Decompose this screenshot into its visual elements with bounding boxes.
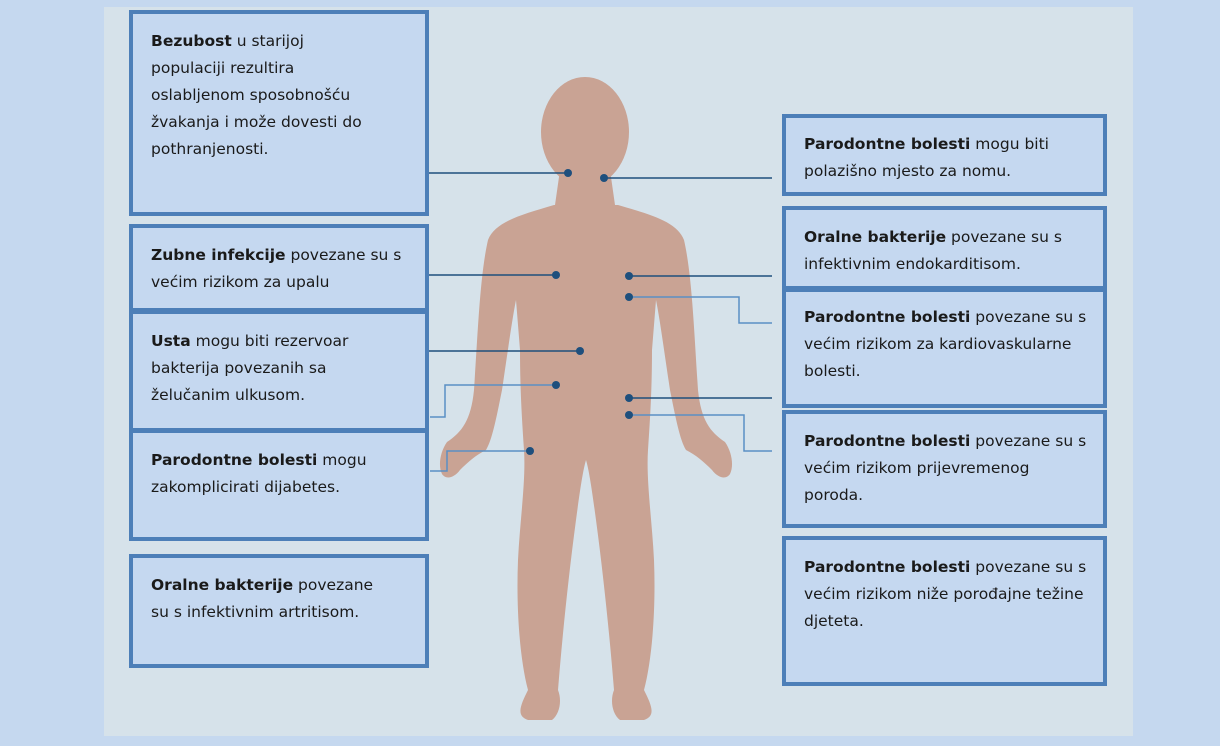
info-box-usta: Usta mogu biti rezervoar bakterija povez… <box>129 310 429 432</box>
info-box-usta-text: mogu biti rezervoar bakterija povezanih … <box>151 332 349 404</box>
leader-line-dijabetes-upper <box>430 384 556 418</box>
marker-dot-lungs <box>552 271 560 279</box>
info-box-kardiovaskularne: Parodontne bolesti povezane su s većim r… <box>782 288 1107 408</box>
info-box-endokarditis-bold: Oralne bakterije <box>804 228 947 246</box>
info-box-dijabetes-bold: Parodontne bolesti <box>151 451 318 469</box>
info-box-zubne-text: povezane su s većim rizikom za upalu <box>151 246 402 291</box>
info-box-bezubost: Bezubost u starijoj populaciji rezultira… <box>129 10 429 216</box>
info-box-endokarditis-text: povezane su s infektivnim endokarditisom… <box>804 228 1062 273</box>
info-box-zubne-bold: Zubne infekcije <box>151 246 286 264</box>
leader-line-dijabetes <box>430 450 530 472</box>
info-box-tezina-bold: Parodontne bolesti <box>804 558 971 576</box>
info-box-dijabetes-text: mogu zakomplicirati dijabetes. <box>151 451 367 496</box>
info-box-porod-bold: Parodontne bolesti <box>804 432 971 450</box>
info-box-usta-bold: Usta <box>151 332 191 350</box>
info-box-prijevremeni-porod: Parodontne bolesti povezane su s većim r… <box>782 410 1107 528</box>
marker-dot-mouth-left <box>564 169 572 177</box>
info-box-kardio-text: povezane su s većim rizikom za kardiovas… <box>804 308 1087 380</box>
info-box-tezina-text: povezane su s većim rizikom niže porođaj… <box>804 558 1087 630</box>
marker-dot-stomach <box>576 347 584 355</box>
marker-dot-mouth-right <box>600 174 608 182</box>
marker-dot-abdomen <box>552 381 560 389</box>
info-box-noma: Parodontne bolesti mogu biti polazišno m… <box>782 114 1107 196</box>
leader-line-kardio <box>629 296 772 324</box>
marker-dots <box>526 169 633 455</box>
marker-dot-uterus <box>625 394 633 402</box>
info-box-bezubost-bold: Bezubost <box>151 32 232 50</box>
info-box-noma-bold: Parodontne bolesti <box>804 135 971 153</box>
marker-dot-joint <box>526 447 534 455</box>
info-box-bezubost-text: u starijoj populaciji rezultira oslablje… <box>151 32 362 158</box>
info-box-porod-text: povezane su s većim rizikom prijevremeno… <box>804 432 1087 504</box>
human-body-silhouette <box>439 77 733 720</box>
info-box-dijabetes: Parodontne bolesti mogu zakomplicirati d… <box>129 429 429 541</box>
info-box-noma-text: mogu biti polazišno mjesto za nomu. <box>804 135 1049 180</box>
marker-dot-heart <box>625 272 633 280</box>
info-box-kardio-bold: Parodontne bolesti <box>804 308 971 326</box>
info-box-artritis-bold: Oralne bakterije <box>151 576 294 594</box>
leader-line-tezina <box>629 414 772 452</box>
info-box-endokarditis: Oralne bakterije povezane su s infektivn… <box>782 206 1107 290</box>
info-box-artritis-text: povezane su s infektivnim artritisom. <box>151 576 374 621</box>
info-box-zubne-infekcije: Zubne infekcije povezane su s većim rizi… <box>129 224 429 312</box>
info-box-porodajna-tezina: Parodontne bolesti povezane su s većim r… <box>782 536 1107 686</box>
info-box-artritis: Oralne bakterije povezane su s infektivn… <box>129 554 429 668</box>
marker-dot-uterus-lower <box>625 411 633 419</box>
leader-lines <box>428 172 772 472</box>
marker-dot-heart-lower <box>625 293 633 301</box>
